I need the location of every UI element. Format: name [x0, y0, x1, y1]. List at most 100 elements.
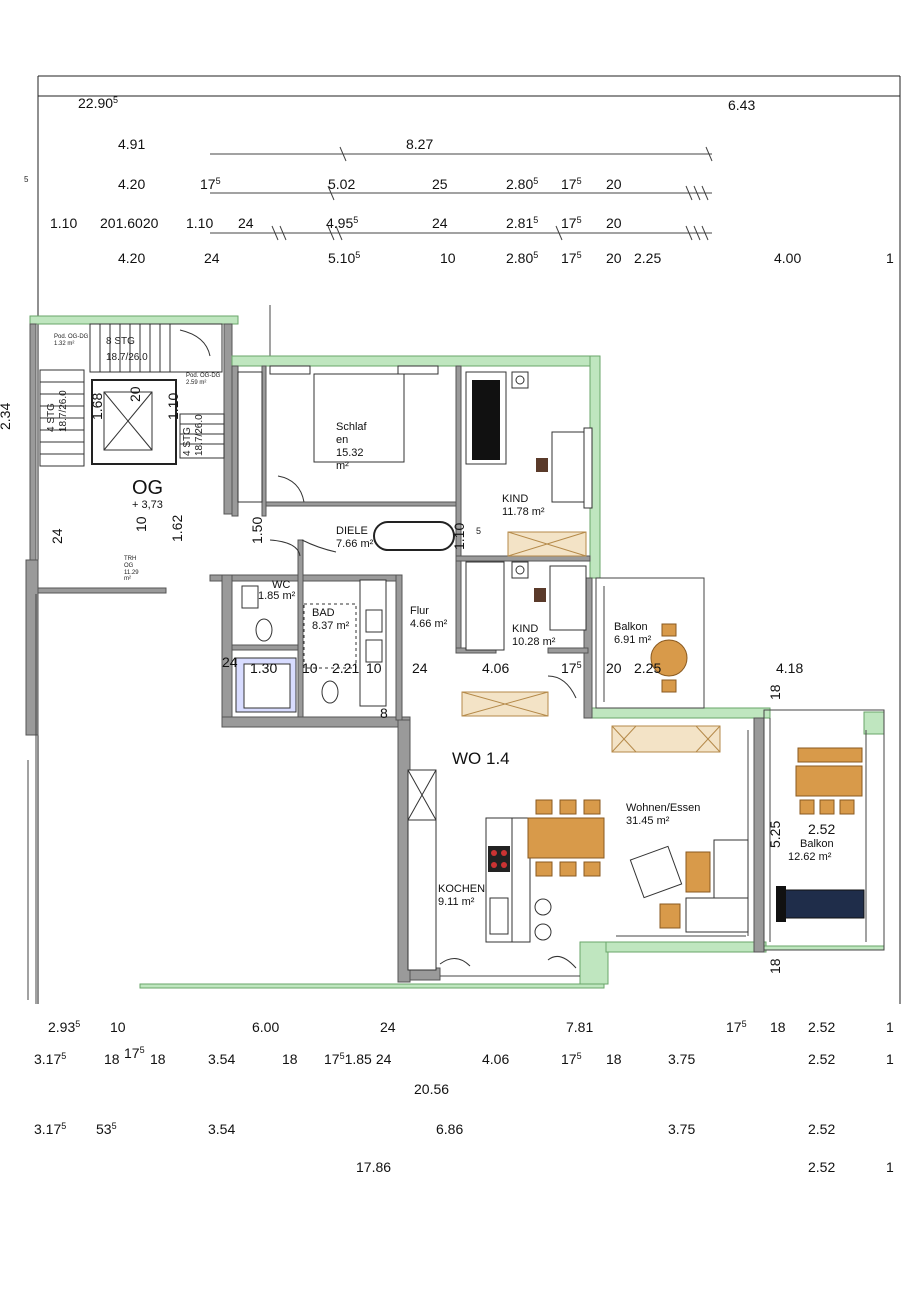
- unit-label: WO 1.4: [452, 749, 510, 768]
- dimension-lines: [210, 146, 713, 365]
- room-labels: OG + 3,73 Schlaf en 15.32 m² KIND 11.78 …: [132, 421, 834, 908]
- room-label-flur: Flur: [410, 605, 429, 617]
- dim-label: 2.52: [808, 1051, 835, 1067]
- door-swing: [301, 539, 337, 553]
- dim-label: 201.6020: [100, 215, 159, 231]
- sink: [489, 897, 509, 935]
- stair-run-right: [179, 413, 225, 459]
- door-swing: [269, 539, 301, 557]
- dim-label: 175: [561, 215, 582, 231]
- wall: [231, 355, 599, 367]
- room-area-balkon-2: 12.62 m²: [788, 851, 832, 863]
- dim-label: 24: [238, 215, 254, 231]
- room-area-kind-1: 11.78 m²: [502, 506, 545, 518]
- dim-label: 6.43: [728, 97, 755, 113]
- wall: [231, 644, 303, 651]
- room-area-wohnen: 31.45 m²: [626, 815, 670, 827]
- bar-stool: [534, 898, 552, 916]
- dim-label: 18: [606, 1051, 622, 1067]
- bottom-dimensions: 2.935 10 6.00 24 7.81 175 18 2.52 1 3.17…: [34, 1019, 894, 1175]
- wall: [265, 501, 457, 507]
- room-area-kochen: 9.11 m²: [438, 896, 475, 908]
- room-label-kind-2: KIND: [512, 623, 538, 635]
- shower-tray: [243, 663, 291, 709]
- dim-label: 1.50: [249, 517, 265, 544]
- lounger-back: [776, 886, 786, 922]
- toilet-icon: [321, 680, 339, 704]
- dim-label: 17.86: [356, 1159, 391, 1175]
- dim-label: 5.02: [328, 176, 355, 192]
- stair-label: 18.7/26.0: [58, 390, 69, 432]
- floor-label: OG: [132, 477, 163, 499]
- dim-label: 18: [767, 958, 783, 974]
- dim-label: 2.52: [808, 1019, 835, 1035]
- room-label-balkon-2: Balkon: [800, 838, 834, 850]
- dim-label: 8.27: [406, 136, 433, 152]
- wall: [231, 365, 239, 517]
- dim-label: 18: [770, 1019, 786, 1035]
- dim-label: 8: [380, 705, 388, 721]
- dim-label: 20.56: [414, 1081, 449, 1097]
- wall: [223, 323, 233, 515]
- dim-label: 175: [561, 250, 582, 266]
- window: [269, 365, 311, 375]
- nightstand: [511, 371, 529, 389]
- dim-label: 175: [124, 1045, 145, 1061]
- desk: [551, 431, 585, 503]
- wall: [395, 574, 403, 721]
- dim-label: 1.10: [186, 215, 213, 231]
- room-area-flur: 4.66 m²: [410, 618, 448, 630]
- dim-label: 7.81: [566, 1019, 593, 1035]
- dim-label: 22.905: [78, 95, 118, 111]
- coffee-table: [685, 851, 711, 893]
- bar-stool: [534, 923, 552, 941]
- door-swing: [547, 955, 577, 969]
- dim-label: 18: [767, 684, 783, 700]
- sofa-chaise: [685, 897, 749, 933]
- room-area-kind-2: 10.28 m²: [512, 636, 556, 648]
- dim-label: 4.20: [118, 176, 145, 192]
- inner-dimensions: 24 10 1.62 1.50 1.10 5 1.68 1.10 20 24 1…: [49, 386, 835, 974]
- dim-label: 2.25: [634, 660, 661, 676]
- room-label-schlafen: Schlaf: [336, 421, 368, 433]
- dim-label: 2.52: [808, 1159, 835, 1175]
- side-table: [659, 903, 681, 929]
- dim-label: 175: [561, 1051, 582, 1067]
- chair: [559, 861, 577, 877]
- washbasin: [365, 609, 383, 633]
- chair: [535, 799, 553, 815]
- room-label-bad: BAD: [312, 607, 335, 619]
- room-label-kind-1: KIND: [502, 493, 528, 505]
- dim-label: 3.75: [668, 1051, 695, 1067]
- dim-label: 24: [380, 1019, 396, 1035]
- outline-lines: [27, 577, 885, 1004]
- dim-label: 3.54: [208, 1051, 235, 1067]
- wall: [579, 941, 609, 985]
- dim-label: 18: [282, 1051, 298, 1067]
- chair: [536, 458, 548, 472]
- sideboard: [611, 725, 721, 753]
- mattress: [472, 380, 500, 460]
- dim-label: 5: [476, 526, 481, 536]
- dim-label: 1: [886, 1051, 894, 1067]
- dim-label: 24: [204, 250, 220, 266]
- table: [795, 765, 863, 797]
- room-label-balkon-1: Balkon: [614, 621, 648, 633]
- dim-label: 2.52: [808, 821, 835, 837]
- bench: [797, 747, 863, 763]
- dim-label: 1.10: [50, 215, 77, 231]
- wall: [585, 707, 771, 719]
- dim-label: 1.62: [169, 515, 185, 542]
- dim-label: 3.175: [34, 1121, 66, 1137]
- dim-label: 18: [150, 1051, 166, 1067]
- washbasin: [365, 639, 383, 663]
- dim-label: 2.52: [808, 1121, 835, 1137]
- wall: [25, 559, 39, 736]
- toilet-icon: [255, 618, 273, 642]
- dim-label: 4.955: [326, 215, 358, 231]
- wall: [29, 315, 239, 325]
- dim-label: 1: [886, 1019, 894, 1035]
- staircase: 8 STG 18.7/26.0 4 STG 18.7/26.0 4 STG 18…: [39, 323, 225, 582]
- dim-label: 20: [606, 660, 622, 676]
- dim-label: 2.935: [48, 1019, 80, 1035]
